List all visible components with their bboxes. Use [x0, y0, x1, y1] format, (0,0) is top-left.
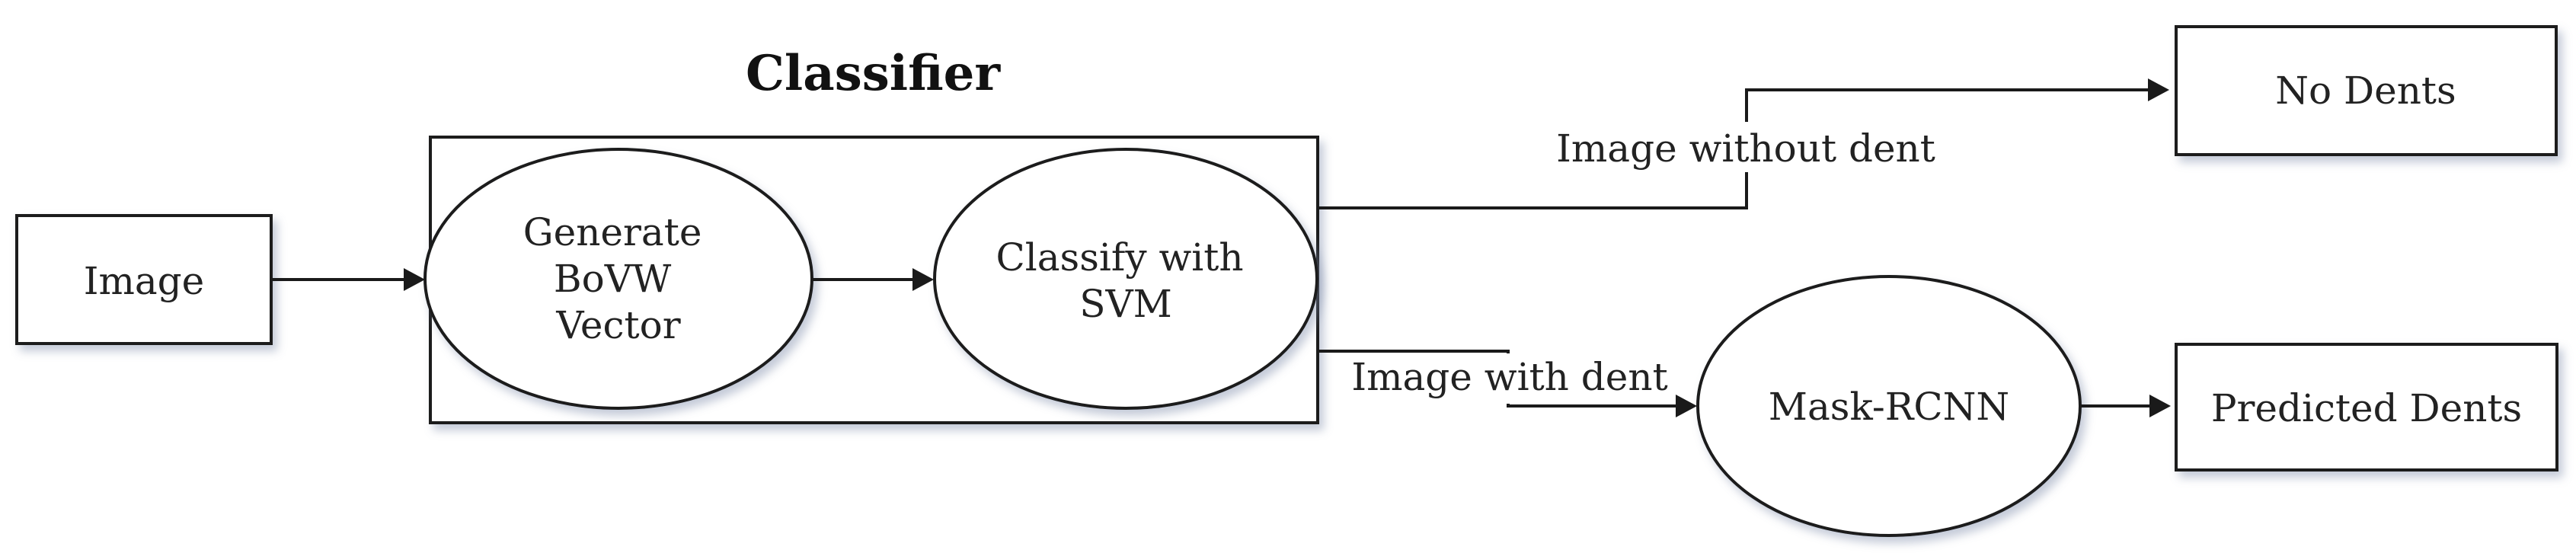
arrowhead-icon	[2149, 395, 2171, 417]
arrowhead-icon	[1676, 395, 1697, 417]
bovw-node: Generate BoVW Vector	[423, 148, 813, 410]
image-node-label: Image	[84, 259, 205, 303]
classifier-title: Classifier	[746, 45, 1001, 102]
edge-label-without-dent: Image without dent	[1554, 122, 1938, 172]
edge-label-without-dent-text: Image without dent	[1556, 126, 1935, 171]
mask-rcnn-node-label: Mask-RCNN	[1769, 385, 2009, 429]
arrowhead-icon	[404, 268, 425, 291]
no-dents-node: No Dents	[2175, 25, 2558, 156]
edge-image-to-bovw	[271, 268, 425, 291]
bovw-label-line-2: BoVW	[554, 257, 672, 301]
svm-node-label: Classify with SVM	[996, 235, 1255, 326]
edge-label-with-dent: Image with dent	[1350, 353, 1670, 404]
predicted-dents-node: Predicted Dents	[2175, 343, 2558, 471]
no-dents-node-label: No Dents	[2275, 69, 2456, 113]
edge-bovw-to-svm	[812, 268, 934, 291]
predicted-dents-node-label: Predicted Dents	[2211, 386, 2522, 430]
svm-label-line-2: SVM	[1079, 282, 1172, 326]
bovw-label-line-3: Vector	[555, 303, 680, 347]
bovw-label-line-1: Generate	[523, 210, 702, 254]
mask-rcnn-node: Mask-RCNN	[1696, 275, 2082, 537]
arrowhead-icon	[912, 268, 934, 291]
arrowhead-icon	[2148, 78, 2169, 101]
svm-node: Classify with SVM	[933, 148, 1318, 410]
edge-mask-rcnn-to-predicted	[2080, 395, 2171, 417]
svm-label-line-1: Classify with	[996, 235, 1243, 280]
edge-label-with-dent-text: Image with dent	[1351, 355, 1667, 399]
image-node: Image	[15, 214, 273, 345]
bovw-node-label: Generate BoVW Vector	[523, 210, 714, 347]
